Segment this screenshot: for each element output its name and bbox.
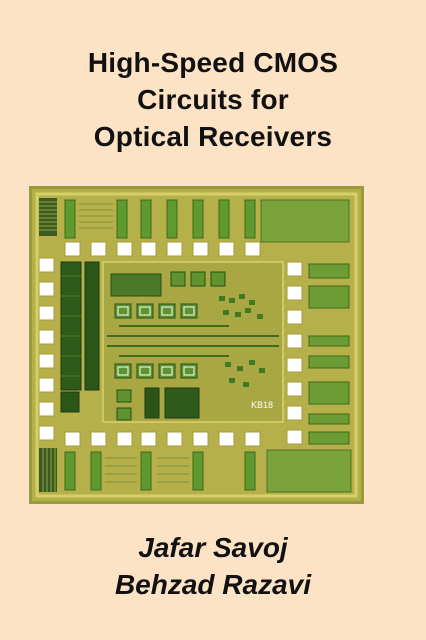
title-line-2: Circuits for [137,84,289,115]
author-1: Jafar Savoj [138,532,288,563]
title-line-1: High-Speed CMOS [87,47,339,78]
title-line-3: Optical Receivers [93,121,333,152]
chip-marking-label: KB18 [251,400,273,410]
author-2: Behzad Razavi [114,569,312,600]
chip-die-photo: KB18 [29,186,364,504]
